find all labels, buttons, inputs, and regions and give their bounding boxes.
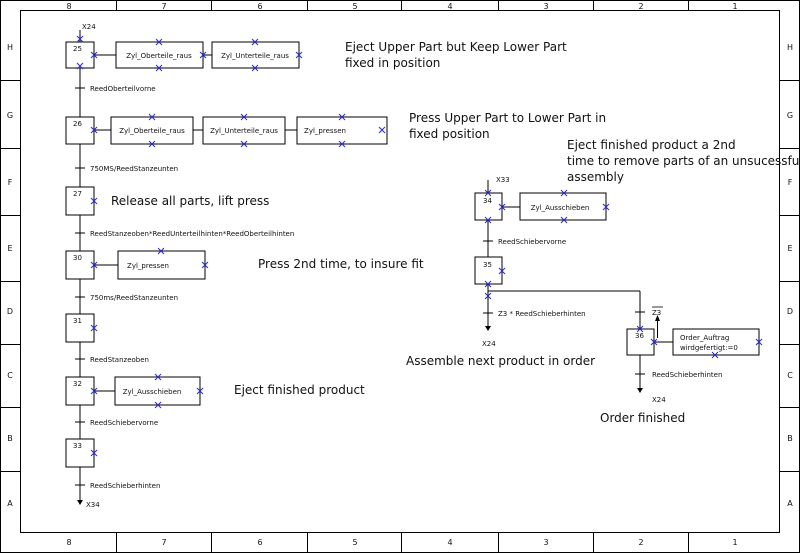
action-label: Zyl_Oberteile_raus <box>126 52 192 60</box>
jump-label: X24 <box>82 23 96 31</box>
action-label: Zyl_Ausschieben <box>531 204 590 212</box>
step-number: 35 <box>483 261 492 269</box>
step-25-box[interactable] <box>65 41 95 69</box>
step-number: 31 <box>73 317 82 325</box>
step-number: 26 <box>73 120 82 128</box>
step-number: 27 <box>73 190 82 198</box>
note-text: Eject finished product <box>234 383 365 397</box>
jump-label: X24 <box>652 396 666 404</box>
transition-label: ReedSchieberhinten <box>90 482 160 490</box>
row-label-right: D <box>787 307 793 316</box>
action-box[interactable] <box>519 192 607 221</box>
note-text: Press 2nd time, to insure fit <box>258 257 424 271</box>
col-label-bottom: 3 <box>543 538 548 547</box>
note-text: Eject finished product a 2nd <box>567 138 736 152</box>
inner-frame <box>20 10 780 533</box>
note-text: Assemble next product in order <box>406 354 595 368</box>
col-label-bottom: 4 <box>447 538 452 547</box>
transition-label: Z3 * ReedSchieberhinten <box>498 310 586 318</box>
row-label-left: H <box>7 43 13 52</box>
action-label: Order_Auftrag <box>680 334 729 342</box>
note-text: Order finished <box>600 411 685 425</box>
row-label-right: C <box>787 371 793 380</box>
action-label: wirdgefertigt:=0 <box>680 344 738 352</box>
col-label-top: 3 <box>543 2 548 11</box>
note-text: time to remove parts of an unsucessfull <box>567 154 800 168</box>
step-26-box[interactable] <box>65 116 95 145</box>
note-text: fixed in position <box>345 56 440 70</box>
step-36-box[interactable] <box>626 328 655 356</box>
col-label-bottom: 7 <box>161 538 166 547</box>
row-label-left: G <box>7 111 13 120</box>
step-30-box[interactable] <box>65 250 95 280</box>
row-label-right: F <box>788 178 793 187</box>
transition-label: ReedStanzeoben <box>90 356 149 364</box>
note-text: Press Upper Part to Lower Part in <box>409 111 606 125</box>
row-label-left: A <box>7 499 13 508</box>
col-label-top: 1 <box>732 2 737 11</box>
transition-label: ReedStanzeoben*ReedUnterteilhinten*ReedO… <box>90 230 294 238</box>
jump-label: X34 <box>86 501 100 509</box>
action-label: Zyl_Unterteile_raus <box>221 52 289 60</box>
row-label-right: A <box>787 499 793 508</box>
action-box[interactable] <box>672 328 760 356</box>
note-text: assembly <box>567 170 624 184</box>
col-label-top: 2 <box>638 2 643 11</box>
transition-label: ReedSchieberhinten <box>652 371 722 379</box>
step-27-box[interactable] <box>65 186 95 216</box>
row-label-right: G <box>787 111 793 120</box>
col-label-top: 8 <box>66 2 71 11</box>
col-label-top: 6 <box>257 2 262 11</box>
row-label-right: H <box>787 43 793 52</box>
transition-label: ReedSchiebervorne <box>498 238 566 246</box>
col-label-bottom: 1 <box>732 538 737 547</box>
col-label-top: 5 <box>352 2 357 11</box>
jump-label: X24 <box>482 340 496 348</box>
col-label-top: 7 <box>161 2 166 11</box>
note-text: Eject Upper Part but Keep Lower Part <box>345 40 567 54</box>
step-number: 33 <box>73 442 82 450</box>
row-label-right: E <box>787 244 792 253</box>
action-box[interactable] <box>202 116 286 145</box>
action-label: Zyl_pressen <box>304 127 346 135</box>
col-label-top: 4 <box>447 2 452 11</box>
transition-label: 750ms/ReedStanzeunten <box>90 294 178 302</box>
action-label: Zyl_Ausschieben <box>123 388 182 396</box>
action-label: Zyl_Oberteile_raus <box>119 127 185 135</box>
action-box[interactable] <box>110 116 194 145</box>
transition-label: Z3 <box>652 309 661 317</box>
action-box[interactable] <box>117 250 206 280</box>
step-number: 34 <box>483 197 492 205</box>
note-text: fixed position <box>409 127 490 141</box>
transition-label: ReedOberteilvorne <box>90 85 156 93</box>
action-label: Zyl_pressen <box>127 262 169 270</box>
transition-label: ReedSchiebervorne <box>90 419 158 427</box>
step-number: 32 <box>73 380 82 388</box>
col-label-bottom: 6 <box>257 538 262 547</box>
row-label-left: F <box>8 178 13 187</box>
row-label-left: C <box>7 371 13 380</box>
note-text: Release all parts, lift press <box>111 194 269 208</box>
col-label-bottom: 5 <box>352 538 357 547</box>
row-label-left: D <box>7 307 13 316</box>
step-number: 30 <box>73 254 82 262</box>
col-label-bottom: 8 <box>66 538 71 547</box>
transition-label: 750MS/ReedStanzeunten <box>90 165 178 173</box>
row-label-right: B <box>787 434 793 443</box>
step-33-box[interactable] <box>65 438 95 468</box>
jump-label: X33 <box>496 176 510 184</box>
step-number: 25 <box>73 45 82 53</box>
step-32-box[interactable] <box>65 376 95 406</box>
action-box[interactable] <box>211 41 300 69</box>
col-label-bottom: 2 <box>638 538 643 547</box>
step-number: 36 <box>635 332 644 340</box>
row-label-left: B <box>7 434 13 443</box>
row-label-left: E <box>7 244 12 253</box>
action-label: Zyl_Unterteile_raus <box>210 127 278 135</box>
